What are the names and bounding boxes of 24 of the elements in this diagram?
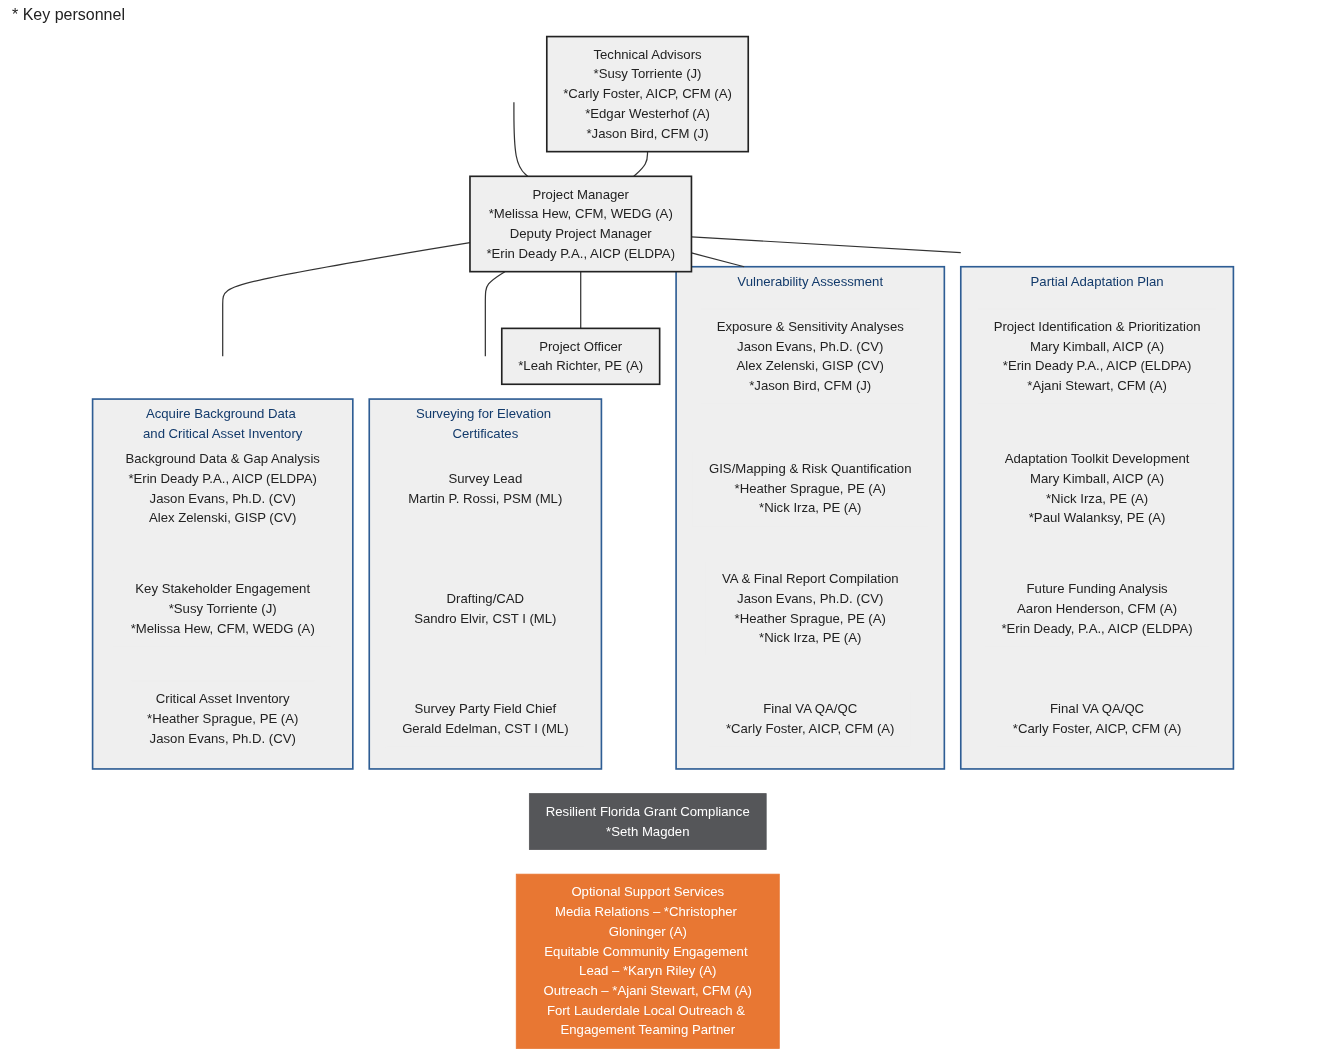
node-text: Drafting/CAD Sandro Elvir, CST I (ML): [414, 591, 557, 626]
connector-line: [484, 271, 506, 357]
connector-line: [580, 271, 582, 329]
node-text: Final VA QA/QC *Carly Foster, AICP, CFM (A): [1012, 701, 1182, 736]
connector-line: [513, 101, 529, 177]
node-text: Adaptation Toolkit Development Mary Kimball, AICP (A) *Nick Irza, PE (A) *Paul Walanksy, PE (A): [1004, 451, 1190, 525]
node-text: Survey Party Field Chief Gerald Edelman, CST I (ML): [402, 701, 569, 736]
node-text: Critical Asset Inventory *Heather Sprague, PE (A) Jason Evans, Ph.D. (CV): [147, 691, 299, 746]
node-text: Future Funding Analysis Aaron Henderson, CFM (A) *Erin Deady, P.A., AICP (ELDPA): [1001, 581, 1193, 635]
node-box: Optional Support Services Media Relations – *Christopher Gloninger (A) Equitable Community Engagement Lead – *Karyn Riley (A) Outreach – *Ajani Stewart, CFM (A) Fort Lauderdale Local Outreach & Engagement Teaming Partner: [515, 873, 780, 1049]
node-box: Resilient Florida Grant Compliance *Seth Magden: [528, 793, 767, 850]
node-text: Background Data & Gap Analysis *Erin Deady P.A., AICP (ELDPA) Jason Evans, Ph.D. (CV) Alex Zelenski, GISP (CV): [125, 451, 320, 525]
node-box: Project Manager *Melissa Hew, CFM, WEDG (A) Deputy Project Manager *Erin Deady P.A., AICP (ELDPA): [469, 175, 693, 273]
connector-line: [633, 151, 649, 177]
node-text: Key Stakeholder Engagement *Susy Torriente (J) *Melissa Hew, CFM, WEDG (A): [130, 581, 315, 635]
node-text: Final VA QA/QC *Carly Foster, AICP, CFM (A): [725, 701, 895, 736]
node-text: GIS/Mapping & Risk Quantification *Heather Sprague, PE (A) *Nick Irza, PE (A): [708, 461, 912, 515]
node-text: Project Identification & Prioritization Mary Kimball, AICP (A) *Erin Deady P.A., AICP (ELDPA) *Ajani Stewart, CFM (A): [993, 319, 1201, 393]
node-box: Technical Advisors *Susy Torriente (J) *Carly Foster, AICP, CFM (A) *Edgar Westerhof (A) *Jason Bird, CFM (J): [545, 35, 750, 153]
node-text: Exposure & Sensitivity Analyses Jason Evans, Ph.D. (CV) Alex Zelenski, GISP (CV) *Jason Bird, CFM (J): [716, 319, 904, 393]
node-text: VA & Final Report Compilation Jason Evans, Ph.D. (CV) *Heather Sprague, PE (A) *Nick Irza, PE (A): [721, 571, 899, 645]
node-text: Survey Lead Martin P. Rossi, PSM (ML): [408, 471, 563, 506]
note-text: * Key personnel: [12, 6, 125, 24]
node-box: Project Officer *Leah Richter, PE (A): [500, 327, 661, 386]
